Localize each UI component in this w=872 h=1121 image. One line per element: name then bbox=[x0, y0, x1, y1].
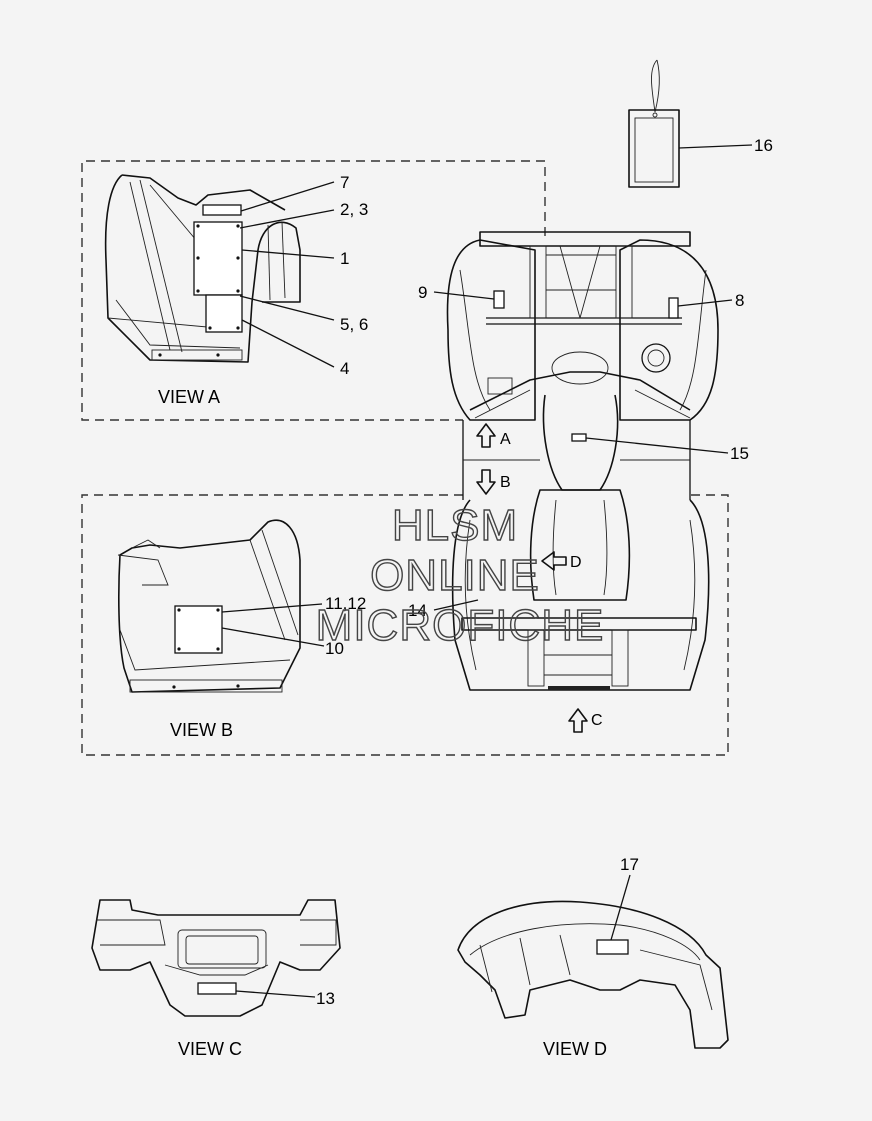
label-1 bbox=[193, 221, 243, 296]
view-d-caption: VIEW D bbox=[543, 1039, 607, 1059]
callout-17: 17 bbox=[620, 855, 639, 874]
view-b-fender bbox=[117, 519, 301, 693]
callout-7: 7 bbox=[340, 173, 349, 192]
label-4 bbox=[205, 294, 243, 333]
label-7 bbox=[202, 204, 242, 216]
view-a-caption: VIEW A bbox=[158, 387, 220, 407]
callout-2-3: 2, 3 bbox=[340, 200, 368, 219]
arrow-left-icon bbox=[541, 551, 567, 571]
watermark-line-1: HLSM bbox=[392, 501, 518, 550]
arrow-up-icon bbox=[568, 708, 588, 733]
label-8 bbox=[668, 297, 679, 319]
callout-14: 14 bbox=[408, 601, 427, 620]
tag-icon bbox=[628, 59, 680, 188]
view-b-caption: VIEW B bbox=[170, 720, 233, 740]
direction-c: C bbox=[591, 712, 603, 729]
atv-top-view bbox=[446, 231, 719, 691]
callout-1: 1 bbox=[340, 249, 349, 268]
arrow-down-icon bbox=[476, 469, 496, 495]
label-17 bbox=[596, 939, 629, 955]
label-13 bbox=[197, 982, 237, 995]
callout-15: 15 bbox=[730, 444, 749, 463]
watermark-line-2: ONLINE bbox=[370, 551, 540, 600]
direction-b: B bbox=[500, 474, 511, 491]
watermark: HLSM ONLINE MICROFICHE bbox=[315, 500, 605, 650]
label-10 bbox=[174, 605, 223, 654]
callout-16: 16 bbox=[754, 136, 773, 155]
label-15 bbox=[571, 433, 587, 442]
view-d-seat bbox=[457, 900, 729, 1049]
callout-5-6: 5, 6 bbox=[340, 315, 368, 334]
callout-9: 9 bbox=[418, 283, 427, 302]
arrow-up-icon bbox=[476, 423, 496, 448]
view-c-caption: VIEW C bbox=[178, 1039, 242, 1059]
view-b-frame bbox=[81, 494, 729, 756]
callout-11-12: 11,12 bbox=[325, 594, 366, 613]
view-a-frame bbox=[81, 160, 546, 421]
view-c-panel bbox=[91, 899, 341, 1017]
watermark-line-3: MICROFICHE bbox=[316, 601, 605, 650]
direction-d: D bbox=[570, 554, 582, 571]
callout-10: 10 bbox=[325, 639, 344, 658]
callout-13: 13 bbox=[316, 989, 335, 1008]
direction-a: A bbox=[500, 431, 511, 448]
label-9 bbox=[493, 290, 505, 309]
view-a-fender bbox=[104, 174, 301, 363]
callout-8: 8 bbox=[735, 291, 744, 310]
callout-4: 4 bbox=[340, 359, 349, 378]
